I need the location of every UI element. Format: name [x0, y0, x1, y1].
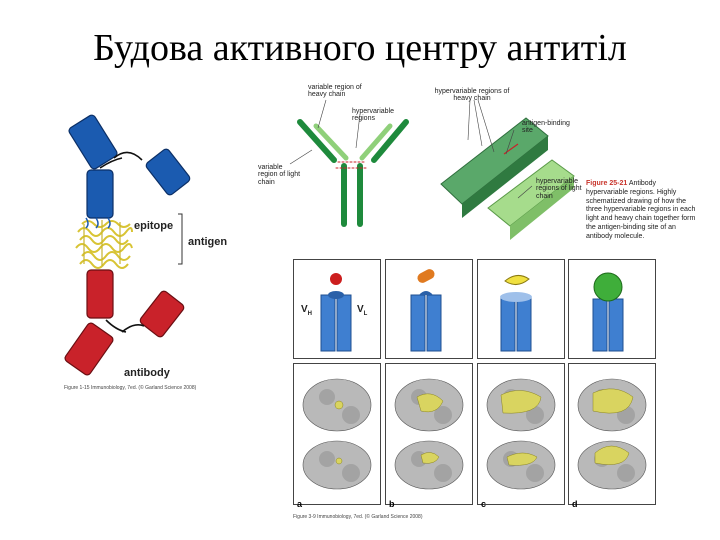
slide-title: Будова активного центру антитіл: [0, 26, 720, 70]
antibody-molecule: [64, 270, 186, 376]
antigen-molecule: [68, 114, 192, 218]
label-variable-heavy: variable region of heavy chain: [308, 84, 368, 99]
epitope-label: epitope: [134, 221, 173, 233]
panel-letter-c: c: [481, 499, 486, 509]
figure-caption: Figure 25-21 Antibody hypervariable regi…: [586, 180, 696, 241]
hypervariable-figure: variable region of heavy chain hypervari…: [256, 84, 696, 254]
panel-letter-d: d: [572, 499, 578, 509]
binding-site-grid: VH VL: [293, 259, 656, 519]
label-variable-light: variable region of light chain: [258, 164, 302, 186]
label-binding-site: antigen-binding site: [522, 120, 574, 135]
label-hv-light: hypervariable regions of light chain: [536, 178, 584, 200]
antigen-label: antigen: [188, 237, 227, 249]
antigen-bracket: [178, 214, 182, 264]
surface-renderings: [293, 259, 656, 505]
caption-text: Antibody hypervariable regions. Highly s…: [586, 180, 695, 240]
label-hypervariable: hypervariable regions: [352, 108, 408, 123]
grid-figure-credit: Figure 3-9 Immunobiology, 7ed. (© Garlan…: [293, 515, 493, 520]
left-figure-credit: Figure 1-15 Immunobiology, 7ed. (© Garla…: [64, 386, 264, 391]
antibody-label: antibody: [124, 368, 170, 380]
panel-letter-a: a: [297, 499, 302, 509]
y-antibody: [300, 122, 406, 224]
panel-letter-b: b: [389, 499, 395, 509]
caption-title: Figure 25-21: [586, 180, 627, 187]
epitope-coils: [76, 220, 132, 268]
label-hv-heavy: hypervariable regions of heavy chain: [432, 88, 512, 103]
